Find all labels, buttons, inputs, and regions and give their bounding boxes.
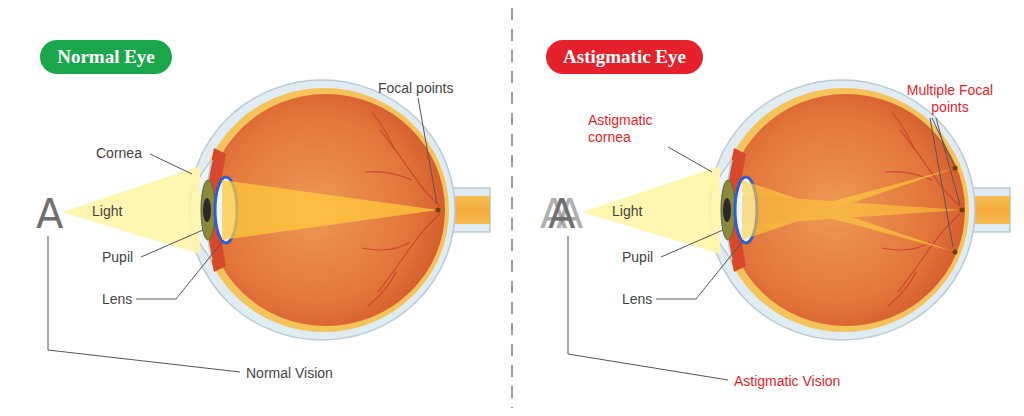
part-label: Astigmatic Vision <box>734 373 840 390</box>
focal-point <box>953 250 958 255</box>
part-label: Pupil <box>622 249 653 266</box>
focused-rays <box>222 180 438 240</box>
leader-lines <box>48 98 960 380</box>
normal-eyeball <box>189 80 490 340</box>
title-pill: Astigmatic Eye <box>546 40 703 74</box>
focal-point <box>953 166 958 171</box>
focal-point <box>436 208 441 213</box>
title-pill: Normal Eye <box>40 40 172 74</box>
part-label: Normal Vision <box>246 365 333 382</box>
part-label: Lens <box>102 291 132 308</box>
part-label: Light <box>92 203 122 220</box>
title-text: Normal Eye <box>57 46 155 68</box>
focal-point <box>960 208 965 213</box>
part-label: Multiple Focal points <box>902 82 998 116</box>
part-label: Focal points <box>378 80 453 97</box>
title-text: Astigmatic Eye <box>563 46 686 68</box>
divider-line <box>511 8 513 408</box>
part-label: Pupil <box>102 249 133 266</box>
part-label: Cornea <box>96 145 142 162</box>
part-label: Light <box>612 203 642 220</box>
chart-letter: A <box>36 194 63 234</box>
scattered-rays <box>742 168 962 252</box>
part-label: Lens <box>622 291 652 308</box>
part-label: Astigmatic cornea <box>588 112 672 146</box>
astigmatic-eyeball <box>709 80 1010 340</box>
chart-letter: A <box>556 194 583 234</box>
